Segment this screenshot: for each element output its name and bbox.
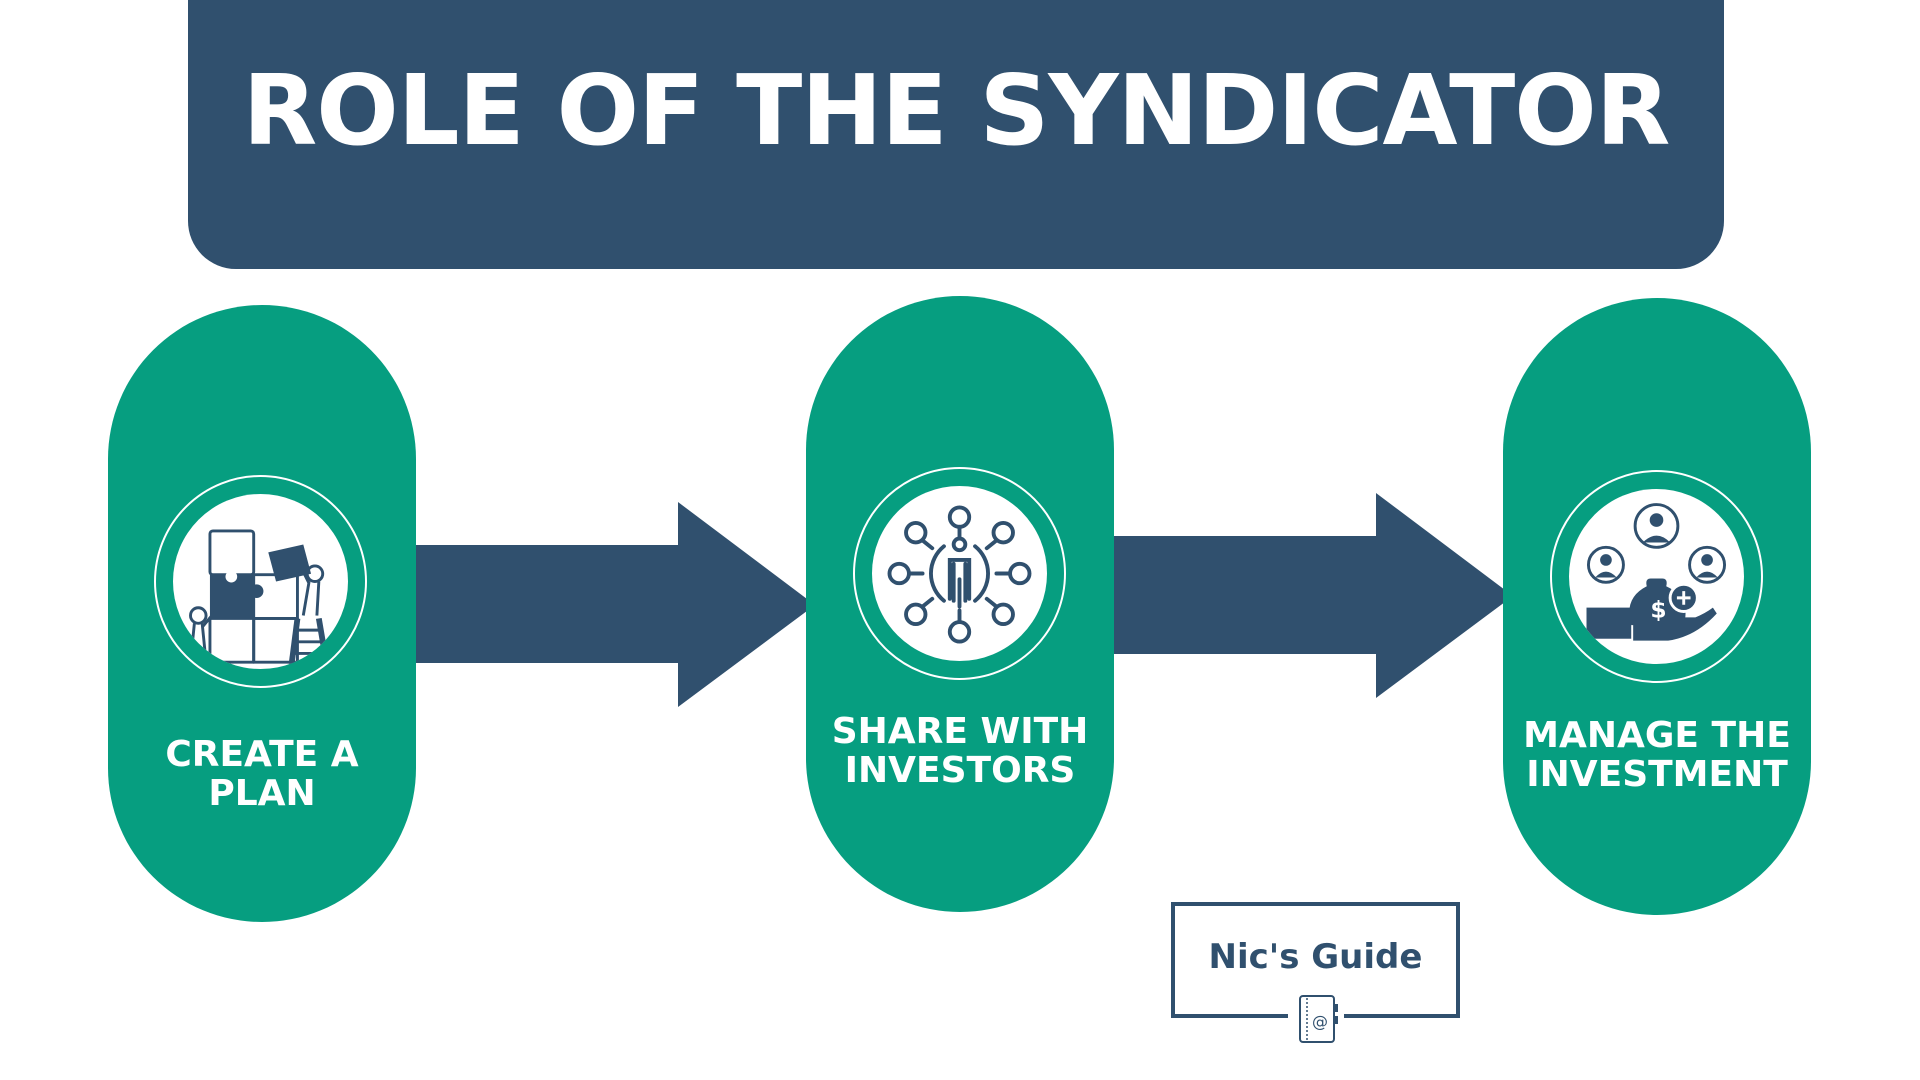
step-create-plan: CREATE A PLAN [108,305,416,922]
step-manage-investment: $ MANAGE THE INVESTMENT [1503,298,1811,915]
icon-ring [853,467,1066,680]
step-label: CREATE A PLAN [165,734,359,814]
svg-text:@: @ [1312,1012,1328,1031]
svg-text:$: $ [1650,595,1666,623]
network-person-icon [872,486,1047,661]
page-title: ROLE OF THE SYNDICATOR [242,54,1671,167]
brand-logo: Nic's Guide @ [1171,902,1460,1043]
title-banner: ROLE OF THE SYNDICATOR [188,0,1724,269]
arrow-right-icon [1114,493,1513,698]
puzzle-team-icon [173,494,348,669]
brand-name: Nic's Guide [1208,937,1423,977]
step-label: SHARE WITH INVESTORS [831,711,1089,791]
icon-ring: $ [1550,470,1763,683]
step-label: MANAGE THE INVESTMENT [1523,715,1791,795]
icon-ring [154,475,367,688]
step-share-investors: SHARE WITH INVESTORS [806,296,1114,912]
notebook-icon: @ [1299,995,1338,1043]
investors-money-icon: $ [1569,489,1744,664]
arrow-right-icon [416,502,815,707]
